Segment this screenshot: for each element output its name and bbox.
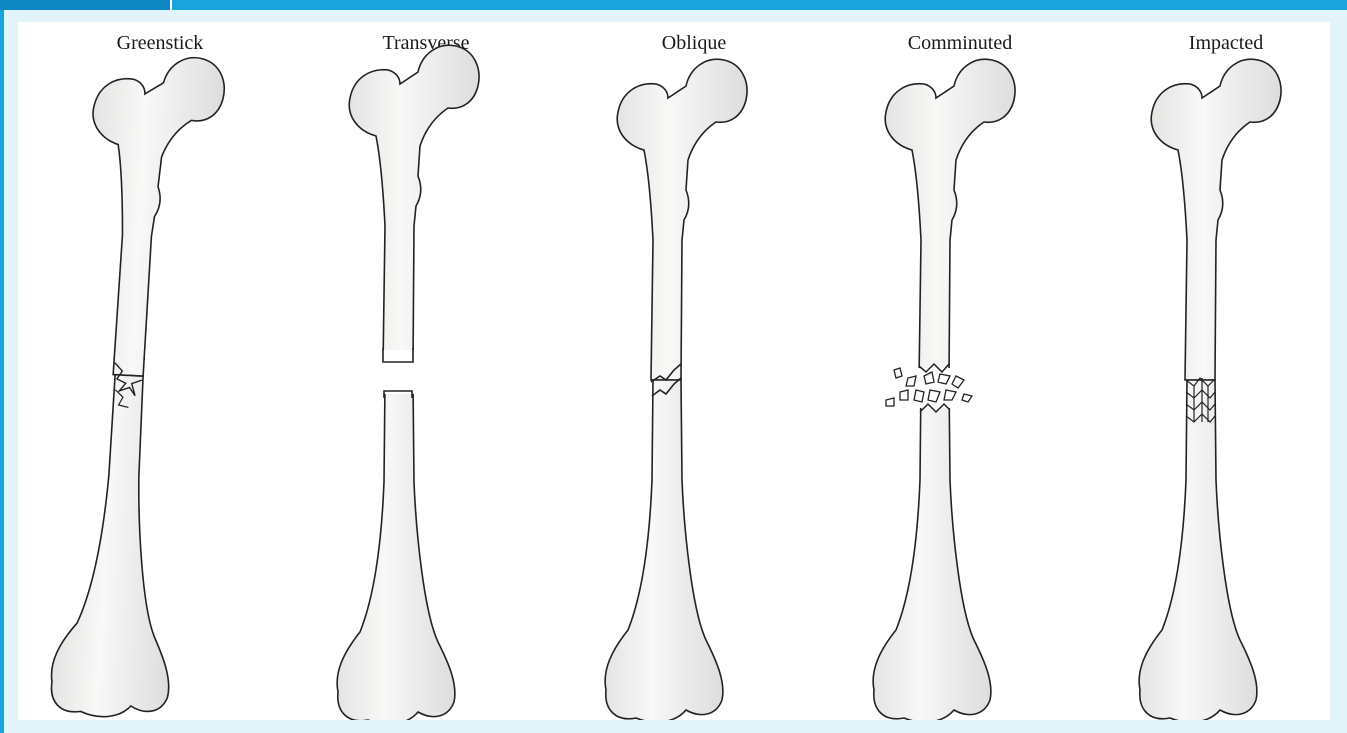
top-accent-bar xyxy=(0,0,1347,10)
bones-illustration xyxy=(18,22,1330,720)
bone-oblique xyxy=(605,59,747,720)
bone-transverse xyxy=(337,45,479,720)
bone-impacted xyxy=(1139,59,1281,720)
top-accent-tab xyxy=(0,0,172,10)
left-accent-bar xyxy=(0,10,4,733)
bone-greenstick xyxy=(49,52,225,720)
illustration-panel: Greenstick Transverse Oblique Comminuted… xyxy=(18,22,1330,720)
bone-comminuted xyxy=(873,59,1015,720)
